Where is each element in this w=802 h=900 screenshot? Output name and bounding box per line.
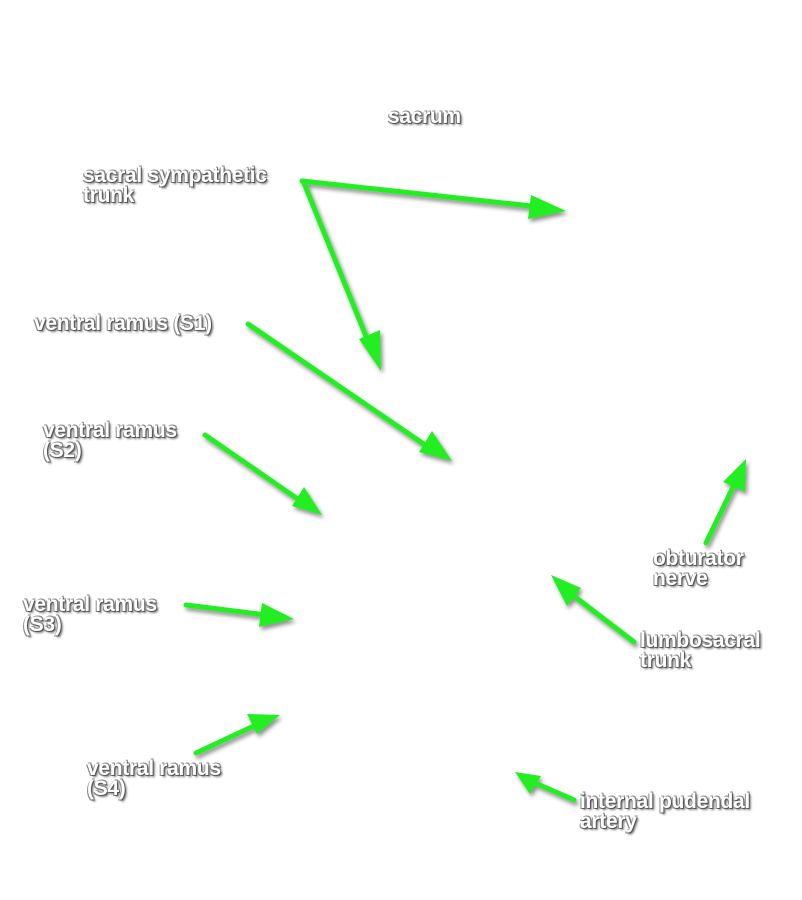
label-line: internal pudendal: [580, 790, 750, 813]
label-line: (S3): [23, 613, 62, 636]
label-ventral-ramus-s2: ventral ramus (S2): [43, 419, 177, 462]
arrow-obturator-nerve: [703, 459, 746, 546]
label-ventral-ramus-s4: ventral ramus (S4): [87, 757, 221, 800]
label-sacrum: sacrum: [388, 105, 461, 128]
label-line: ventral ramus (S1): [34, 312, 212, 335]
label-obturator-nerve: obturator nerve: [653, 547, 744, 590]
label-line: ventral ramus: [23, 593, 157, 616]
label-line: artery: [580, 810, 637, 833]
label-line: ventral ramus: [87, 757, 221, 780]
label-internal-pudendal-artery: internal pudendal artery: [580, 790, 750, 833]
arrow-lumbosacral-trunk: [551, 575, 637, 645]
label-line: (S4): [87, 777, 126, 800]
arrow-internal-pudendal-artery: [515, 772, 577, 803]
arrow-ventral-ramus-s2: [202, 432, 322, 515]
label-line: trunk: [83, 184, 135, 207]
label-line: nerve: [653, 567, 708, 590]
arrow-sympathetic-trunk-down: [301, 180, 381, 371]
label-sacrum-text: sacrum: [388, 105, 461, 128]
label-line: (S2): [43, 439, 82, 462]
arrow-ventral-ramus-s3: [183, 602, 294, 627]
label-ventral-ramus-s1: ventral ramus (S1): [34, 312, 212, 335]
label-line: sacral sympathetic: [83, 164, 267, 187]
label-lumbosacral-trunk: lumbosacral trunk: [640, 629, 761, 672]
arrow-sympathetic-trunk-right: [299, 178, 566, 219]
label-ventral-ramus-s3: ventral ramus (S3): [23, 593, 157, 636]
arrow-ventral-ramus-s1: [245, 321, 452, 461]
label-line: trunk: [640, 649, 692, 672]
label-line: ventral ramus: [43, 419, 177, 442]
label-line: obturator: [653, 547, 744, 570]
label-line: lumbosacral: [640, 629, 761, 652]
arrow-ventral-ramus-s4: [193, 714, 280, 756]
label-sacral-sympathetic-trunk: sacral sympathetic trunk: [83, 164, 267, 207]
